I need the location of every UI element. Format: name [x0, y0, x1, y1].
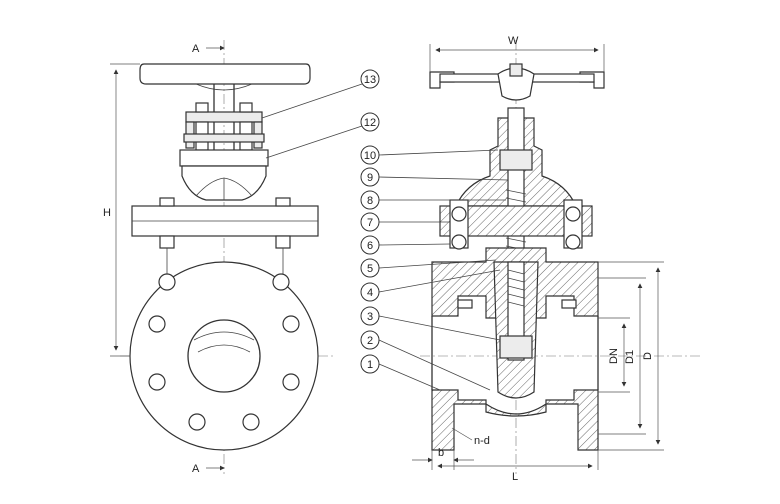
dimension-W: W	[429, 35, 605, 72]
dimension-D1: D1	[598, 277, 646, 435]
callout-8: 8	[360, 190, 506, 210]
callout-9: 9	[360, 167, 509, 187]
svg-text:7: 7	[367, 217, 373, 229]
dimension-n-d: n-d	[451, 427, 490, 447]
callout-5: 5	[360, 258, 497, 278]
svg-text:4: 4	[367, 287, 373, 299]
svg-text:2: 2	[367, 335, 373, 347]
callouts: 13 12 10 9 8 7 6	[261, 69, 509, 391]
callout-1: 1	[360, 354, 441, 391]
yoke-plate	[183, 102, 265, 151]
svg-text:5: 5	[367, 263, 373, 275]
wedge-section	[493, 261, 539, 399]
svg-text:8: 8	[367, 195, 373, 207]
dimension-H: H	[103, 63, 140, 357]
bonnet-cap	[179, 149, 269, 201]
dimension-b: b	[412, 447, 474, 470]
bonnet-flange	[131, 197, 319, 282]
callout-12: 12	[265, 112, 380, 159]
svg-text:12: 12	[364, 117, 376, 129]
callout-4: 4	[360, 269, 501, 302]
callout-6: 6	[360, 235, 451, 255]
svg-text:6: 6	[367, 240, 373, 252]
dim-label-L: L	[512, 471, 518, 483]
callout-2: 2	[360, 330, 491, 391]
dim-label-b: b	[438, 447, 444, 459]
dimension-DN: DN	[598, 317, 630, 393]
callout-10: 10	[360, 145, 499, 165]
svg-text:13: 13	[364, 74, 376, 86]
section-arrow-top: A	[192, 43, 225, 55]
left-side-view: A A	[103, 40, 335, 475]
dim-label-n-d: n-d	[474, 435, 490, 447]
svg-text:10: 10	[364, 150, 376, 162]
body-flange	[129, 261, 319, 451]
right-section-view: W	[412, 35, 700, 483]
bonnet-flange-section	[439, 199, 593, 250]
dim-label-DN: DN	[608, 348, 620, 364]
svg-text:1: 1	[367, 359, 373, 371]
dim-label-D: D	[642, 352, 654, 360]
dim-label-H: H	[103, 207, 111, 219]
dimension-D: D	[598, 261, 664, 451]
section-label-bottom: A	[192, 463, 200, 475]
dimension-L: L	[431, 450, 599, 483]
callout-7: 7	[360, 212, 450, 232]
callout-3: 3	[360, 306, 501, 341]
handwheel-side	[139, 63, 311, 112]
svg-text:9: 9	[367, 172, 373, 184]
handwheel-section	[429, 63, 605, 101]
svg-text:3: 3	[367, 311, 373, 323]
callout-13: 13	[261, 69, 380, 119]
dim-label-W: W	[508, 35, 519, 47]
section-label-top: A	[192, 43, 200, 55]
section-arrow-bottom: A	[192, 463, 225, 475]
dim-label-D1: D1	[624, 350, 636, 364]
